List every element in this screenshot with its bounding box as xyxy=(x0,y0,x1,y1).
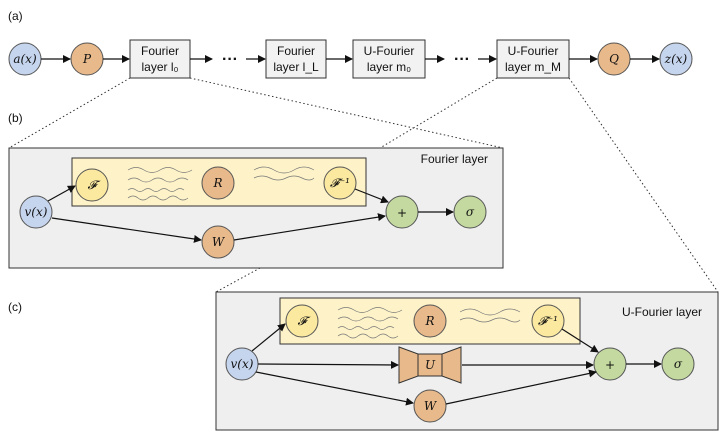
node-U-c: U xyxy=(398,346,462,384)
svg-text:layer l_L: layer l_L xyxy=(273,60,319,74)
node-a-x: a(x) xyxy=(8,42,42,76)
svg-text:𝓕⁻¹: 𝓕⁻¹ xyxy=(330,176,350,190)
node-plus-c: + xyxy=(593,347,627,381)
svg-text:W: W xyxy=(424,399,438,413)
svg-text:layer m₀: layer m₀ xyxy=(367,60,411,74)
box-fourier-layer-lL: Fourier layer l_L xyxy=(265,39,327,79)
wave-glyphs-c xyxy=(337,307,521,339)
panel-b-edges xyxy=(47,185,454,243)
node-sigma-b: σ xyxy=(453,195,487,229)
node-F-c: 𝓕 xyxy=(285,304,319,338)
node-v-c: v(x) xyxy=(225,347,259,381)
panel-c-title: U-Fourier layer xyxy=(622,305,702,319)
node-sigma-c: σ xyxy=(661,347,695,381)
svg-text:R: R xyxy=(212,176,222,190)
node-R-b: R xyxy=(201,166,235,200)
svg-text:v(x): v(x) xyxy=(25,205,48,219)
ellipsis-1: ··· xyxy=(222,51,238,68)
svg-text:P: P xyxy=(82,52,92,66)
wave-glyphs-b xyxy=(127,166,315,201)
node-W-b: W xyxy=(201,225,235,259)
svg-text:layer l₀: layer l₀ xyxy=(142,60,179,74)
node-P: P xyxy=(70,42,104,76)
svg-text:W: W xyxy=(212,235,226,249)
panel-c-edges xyxy=(251,323,662,406)
svg-text:layer m_M: layer m_M xyxy=(505,60,561,74)
box-ufourier-layer-mM: U-Fourier layer m_M xyxy=(496,39,570,79)
svg-text:+: + xyxy=(605,358,615,372)
label-a: (a) xyxy=(8,9,23,23)
zoom-guides xyxy=(8,77,719,293)
svg-text:Fourier: Fourier xyxy=(277,44,315,58)
svg-text:z(x): z(x) xyxy=(664,52,688,66)
svg-text:σ: σ xyxy=(466,205,475,219)
svg-text:a(x): a(x) xyxy=(13,52,37,66)
svg-text:σ: σ xyxy=(674,357,683,371)
svg-text:R: R xyxy=(424,314,434,328)
node-W-c: W xyxy=(413,389,447,423)
svg-text:U: U xyxy=(425,358,436,372)
node-R-c: R xyxy=(413,304,447,338)
node-plus-b: + xyxy=(385,195,419,229)
box-ufourier-layer-m0: U-Fourier layer m₀ xyxy=(352,39,426,79)
label-c: (c) xyxy=(8,300,22,314)
label-b: (b) xyxy=(8,111,23,125)
svg-text:v(x): v(x) xyxy=(231,357,254,371)
node-Q: Q xyxy=(597,42,631,76)
node-v-b: v(x) xyxy=(19,195,53,229)
svg-text:𝓕⁻¹: 𝓕⁻¹ xyxy=(538,314,558,328)
box-fourier-layer-l0: Fourier layer l₀ xyxy=(129,39,191,79)
node-F-b: 𝓕 xyxy=(75,168,109,202)
node-Finv-b: 𝓕⁻¹ xyxy=(323,166,357,200)
svg-text:U-Fourier: U-Fourier xyxy=(364,44,415,58)
ellipsis-2: ··· xyxy=(454,51,470,68)
svg-text:Q: Q xyxy=(609,52,619,66)
panel-b-title: Fourier layer xyxy=(421,152,488,166)
svg-text:U-Fourier: U-Fourier xyxy=(508,44,559,58)
node-Finv-c: 𝓕⁻¹ xyxy=(531,304,565,338)
node-z-x: z(x) xyxy=(659,42,693,76)
svg-text:Fourier: Fourier xyxy=(141,44,179,58)
svg-text:+: + xyxy=(397,206,407,220)
